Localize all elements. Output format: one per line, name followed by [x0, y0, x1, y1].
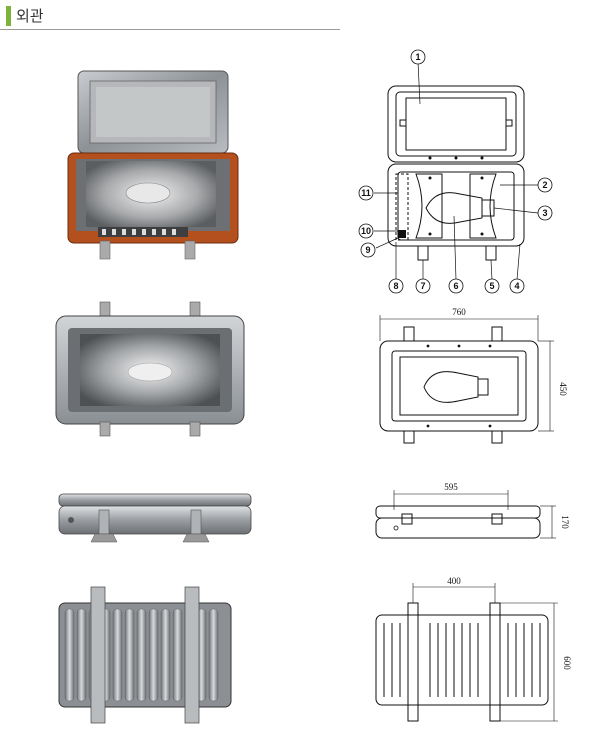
front-height-label: 450	[558, 382, 568, 396]
side-width-label: 595	[444, 482, 458, 492]
header-divider	[0, 29, 340, 30]
photo-side-view	[58, 493, 252, 543]
callout-10-label: 10	[361, 226, 371, 236]
callout-3	[537, 205, 553, 221]
callout-2-label: 2	[542, 180, 547, 190]
front-width-label: 760	[452, 307, 466, 317]
section-title: 외관	[16, 7, 44, 25]
drawing-back-dimensions: 400 600	[375, 576, 572, 722]
drawing-component-diagram: 1 2 3 4 5 6 7 8 9 10 11	[358, 49, 553, 294]
drawing-front-dimensions: 760 450	[379, 307, 568, 444]
callout-7-label: 7	[420, 281, 425, 291]
callout-8-label: 8	[393, 281, 398, 291]
callout-4	[509, 278, 525, 294]
back-height-label: 600	[562, 656, 572, 670]
callout-2	[537, 177, 553, 193]
callout-5-label: 5	[489, 281, 494, 291]
callout-6-label: 6	[453, 281, 458, 291]
photo-back-view	[58, 586, 232, 724]
photo-open-fixture	[67, 70, 239, 260]
callout-7	[415, 278, 431, 294]
callout-3-label: 3	[542, 208, 547, 218]
callout-8	[388, 278, 404, 294]
callout-1-label: 1	[415, 52, 420, 62]
side-height-label: 170	[560, 515, 570, 529]
callout-5	[484, 278, 500, 294]
callout-4-label: 4	[514, 281, 519, 291]
callout-9	[360, 242, 376, 258]
back-width-label: 400	[447, 576, 461, 586]
callout-11	[358, 185, 374, 201]
callout-9-label: 9	[365, 245, 370, 255]
callout-11-label: 11	[361, 188, 371, 198]
callout-6	[448, 278, 464, 294]
callout-10	[358, 223, 374, 239]
drawing-side-dimensions: 595 170	[375, 482, 570, 539]
photo-front-view	[55, 301, 245, 437]
callout-1	[410, 49, 426, 65]
section-marker	[6, 6, 11, 26]
section-header: 외관	[0, 0, 600, 34]
